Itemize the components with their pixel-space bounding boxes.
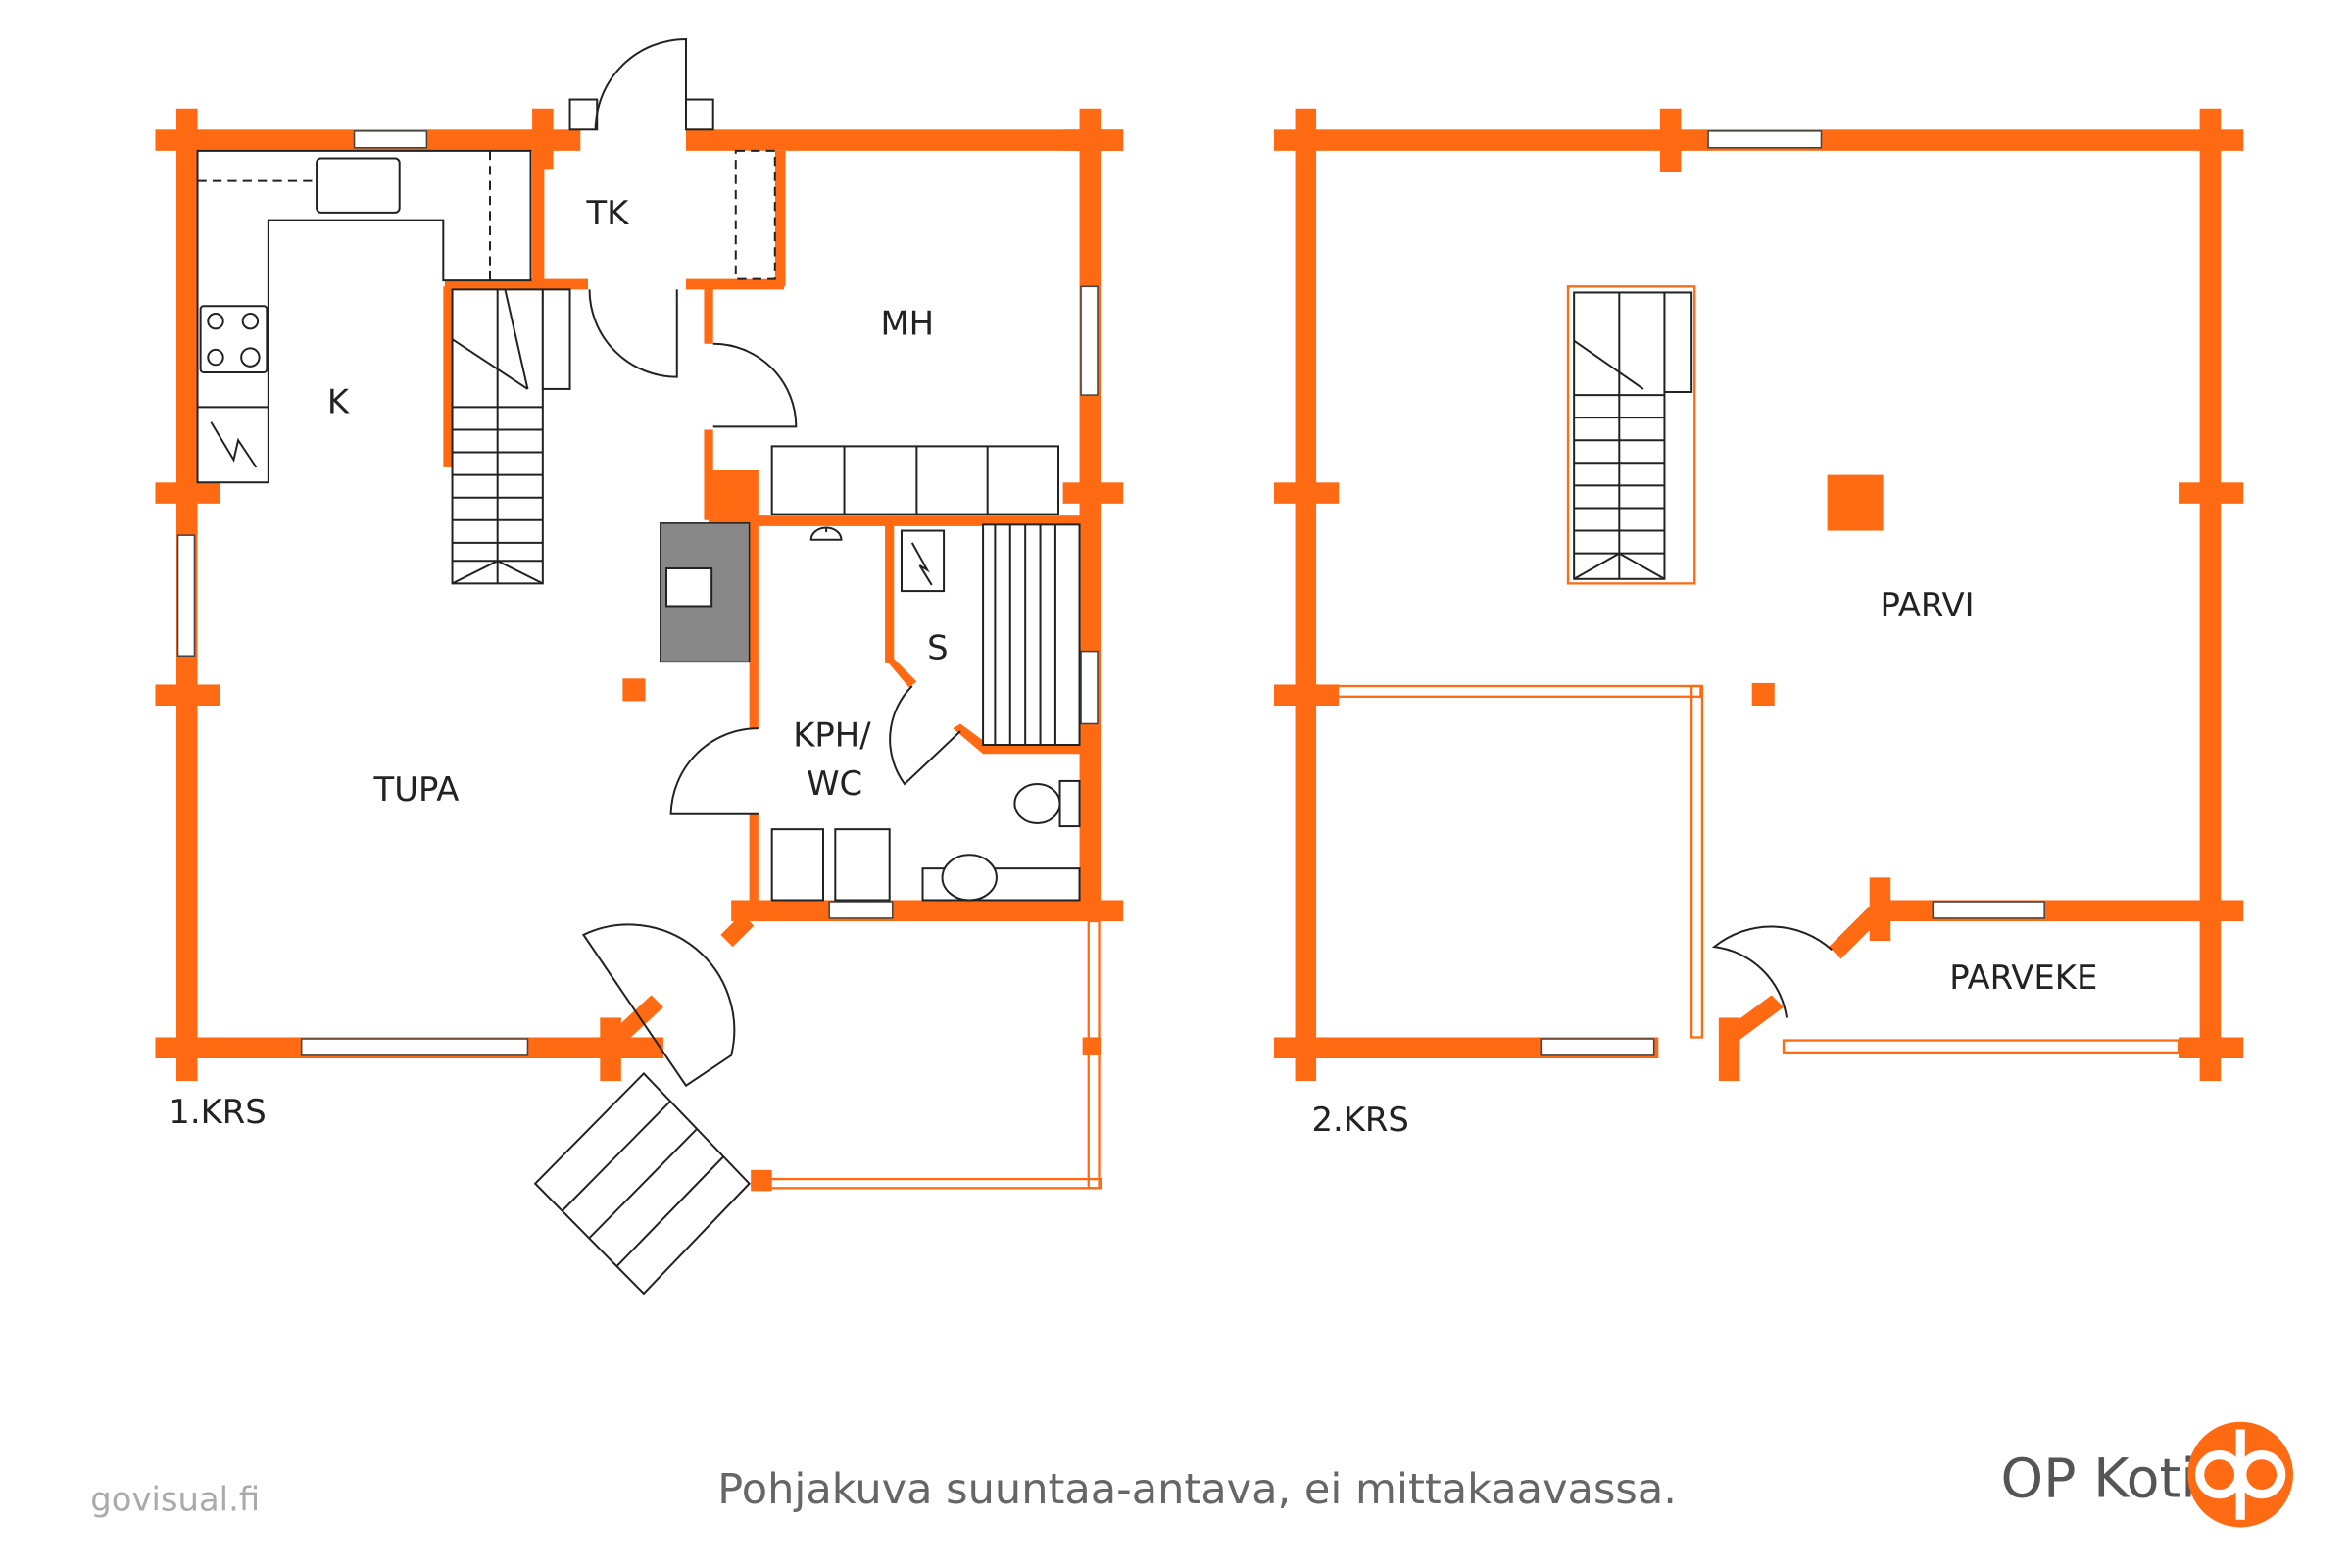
heater-icon [834, 828, 891, 902]
shower-icon [809, 526, 843, 541]
op-logo-icon [2187, 1421, 2293, 1528]
washbasin-icon [941, 854, 998, 902]
floor-1-plan: K TK MH TUPA S KPH/ WC 1.KRS [155, 37, 1124, 1296]
floor-2-label: 2.KRS [1311, 1101, 1408, 1139]
room-label-tk: TK [585, 194, 629, 232]
room-label-kph: KPH/ [793, 716, 871, 755]
floor-1-label: 1.KRS [169, 1093, 266, 1131]
footer: govisual.fi Pohjakuva suuntaa-antava, ei… [90, 1421, 2293, 1528]
room-label-parvi: PARVI [1880, 586, 1974, 624]
room-label-parveke: PARVEKE [1949, 958, 2097, 997]
sink-icon [316, 157, 401, 214]
credit-text: govisual.fi [90, 1481, 260, 1519]
room-label-s: S [927, 628, 948, 666]
entrance-steps [533, 1071, 752, 1296]
room-label-wc: WC [807, 764, 862, 803]
brand-text: OP Koti [2001, 1448, 2196, 1511]
room-label-mh: MH [880, 305, 934, 343]
floor-2-plan: PARVI PARVEKE 2.KRS [1274, 108, 2244, 1139]
disclaimer-text: Pohjakuva suuntaa-antava, ei mittakaavas… [717, 1465, 1677, 1514]
stove-icon [199, 305, 269, 374]
electric-icon [210, 421, 258, 468]
toilet-icon [1013, 783, 1061, 824]
chimney [1827, 474, 1884, 531]
room-label-tupa: TUPA [373, 770, 460, 808]
room-label-k: K [327, 383, 350, 421]
